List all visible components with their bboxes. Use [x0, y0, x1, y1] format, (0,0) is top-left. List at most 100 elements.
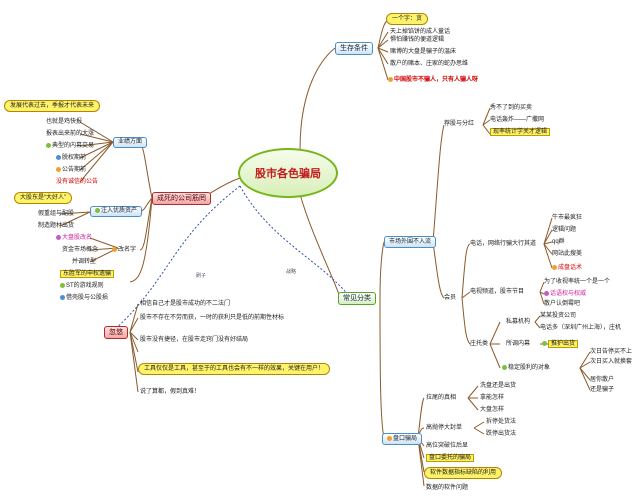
tail-item: 借壳股与公股损 [60, 294, 108, 302]
conditions-item: 天上掉馅饼的成人童话 [390, 29, 451, 35]
vip-item: 次日告停买不上 [590, 349, 633, 355]
tail-item-text: ST的游戏规则 [66, 283, 104, 289]
recommend-title: 荐股与分红 [444, 121, 475, 127]
private-item: 电话多（深圳广州上海），庄机 [540, 325, 622, 331]
central-topic[interactable]: 股市各色骗局 [238, 148, 338, 198]
phone-item: 牛市最疯狂 [552, 215, 583, 221]
tail-item-text: 借壳股与公股损 [66, 295, 109, 301]
performance-item: 公告期前 [56, 166, 86, 174]
topic-company[interactable]: 成死的公司筋罔 [152, 192, 211, 205]
bullet-icon [56, 166, 61, 172]
reform-item-text: 大盘股改名 [62, 235, 93, 241]
topic-common[interactable]: 常见分类 [338, 292, 376, 305]
pull-title: 拉尾的真相 [426, 395, 457, 401]
phone-item: 网站此搜美 [552, 251, 583, 257]
pull-item: 大盘怎样 [480, 407, 505, 413]
performance-item-text: 公告期前 [62, 167, 87, 173]
mislead-item: 相信自己才是股市成功的不二法门 [140, 301, 231, 307]
mislead-item: 股市不存在不劳而获，一时的获利只是低的前期性材标 [140, 315, 285, 321]
investors-item: 假重组与配股 [38, 211, 75, 217]
bullet-icon [387, 435, 392, 441]
callout-software: 软件数据指标缺陷的利用 [424, 467, 503, 479]
pull-item: 拿能怎样 [480, 395, 505, 401]
conditions-item: 赌博的大盘是骗子的温床 [390, 49, 457, 55]
vip-item: 次日买入就换套 [590, 359, 633, 365]
tail-item-text: 东胜军的申权遗骗 [60, 270, 115, 278]
called-highlight: 推护出货 [542, 340, 579, 348]
topic-investors-label: 注入优质资产 [101, 208, 138, 214]
vip-title: 稳定股利的对象 [502, 364, 550, 372]
callout-future: 发展代表过去，季报才代表未来 [4, 100, 101, 112]
relation-label: 战略 [286, 269, 297, 275]
bullet-icon [60, 294, 65, 300]
bankers-title: 庄托类 [470, 341, 489, 347]
tv-item: 散户认倒霉吧 [544, 301, 581, 307]
recommend-item: 电话轰炸——广撒网 [490, 117, 545, 123]
tail-item: ST的游戏规则 [60, 282, 104, 290]
tv-title: 电视频道，股市节目 [470, 289, 525, 295]
called-highlight-text: 推护出货 [548, 340, 579, 348]
topic-conditions[interactable]: 生存条件 [335, 42, 373, 55]
relation-label: 刷子 [196, 273, 207, 279]
phone-item: 逻辑问题 [552, 227, 577, 233]
extra-item: 资金市场概念 [62, 247, 99, 253]
topic-disk-label: 盘口骗局 [393, 436, 418, 442]
phone-highlight-text: 成盘话术 [558, 265, 583, 271]
change-item: 改名字 [112, 246, 136, 254]
rich-item: 居你散户 [590, 377, 615, 383]
smiley-icon [388, 76, 393, 82]
callout-tools: 工具仅仅是工具，甚至于的工具也会有不一样的效果，关键在用户！ [138, 363, 331, 375]
bullet-icon [542, 340, 547, 346]
private-item: 某某投资公司 [540, 313, 577, 319]
bullet-icon [502, 364, 507, 370]
bullet-icon [552, 264, 557, 270]
mislead-last: 说了算都，假到真难！ [140, 389, 201, 395]
member-title: 会员 [444, 295, 457, 301]
performance-item-text: 脱权期前 [62, 155, 87, 161]
conditions-item: 惧怕赚钱的便道逻辑 [390, 37, 445, 43]
performance-item: 脱权期前 [56, 154, 86, 162]
topic-investors[interactable]: 注入优质资产 [90, 206, 143, 217]
private-title: 私募机构 [506, 319, 531, 325]
performance-warn: 没有诚信的公告 [56, 179, 99, 185]
topic-performance[interactable]: 业绩方面 [113, 137, 148, 148]
callout-shareholder: 大股东是“大好人” [14, 192, 72, 204]
conditions-note-text: 中国股市不骗人，只有人骗人呀 [394, 77, 479, 83]
topic-everywhere[interactable]: 市场外围不入流 [384, 236, 437, 248]
breakthrough-item: 高位突破位后显 [426, 443, 469, 449]
trade-title: 高抛停大封单 [426, 425, 463, 431]
performance-item-text: 典型的内幕交易 [52, 143, 95, 149]
bullet-icon [46, 142, 51, 148]
conditions-note: 中国股市不骗人，只有人骗人呀 [388, 76, 478, 84]
pull-item: 洗盘还是出货 [480, 383, 517, 389]
topic-disk[interactable]: 盘口骗局 [382, 433, 423, 445]
callout-greed: 一个字：贪 [386, 13, 429, 25]
topic-mislead[interactable]: 忽悠 [104, 326, 128, 339]
phone-item: qq群 [552, 239, 565, 245]
performance-item: 典型的内幕交易 [46, 142, 94, 150]
reform-item: 大盘股改名 [56, 234, 92, 242]
performance-item: 报表出来前的大涨 [46, 131, 95, 137]
cheat-item: 盘口委托的骗局 [426, 454, 475, 462]
phone-title: 电话，网络行骗大行其道 [470, 241, 537, 247]
bullet-icon [95, 207, 100, 213]
data-item: 数据的软件问题 [426, 485, 469, 491]
recommend-item: 秀不了到的买卖 [490, 105, 533, 111]
tv-highlight-text: 话语权与权威 [550, 291, 587, 297]
recommend-highlight-text: 现率统计学关才逻辑 [490, 128, 551, 136]
cheat-item-text: 盘口委托的骗局 [426, 454, 475, 462]
conditions-item: 散户的赌本、庄家的蛇办思维 [390, 61, 469, 67]
performance-item: 也就是鸡快报 [46, 119, 83, 125]
rich-item: 还是骗子 [590, 387, 615, 393]
trade-item: 跌停出货法 [486, 431, 517, 437]
bullet-icon [56, 234, 61, 240]
bullet-icon [56, 154, 61, 160]
tv-highlight: 话语权与权威 [544, 290, 586, 298]
extra-item: 并调转型 [72, 259, 97, 265]
bullet-icon [112, 246, 117, 252]
investors-item: 制造题材出货 [38, 223, 75, 229]
vip-title-text: 稳定股利的对象 [508, 365, 551, 371]
trade-item: 拆停处货法 [486, 419, 517, 425]
